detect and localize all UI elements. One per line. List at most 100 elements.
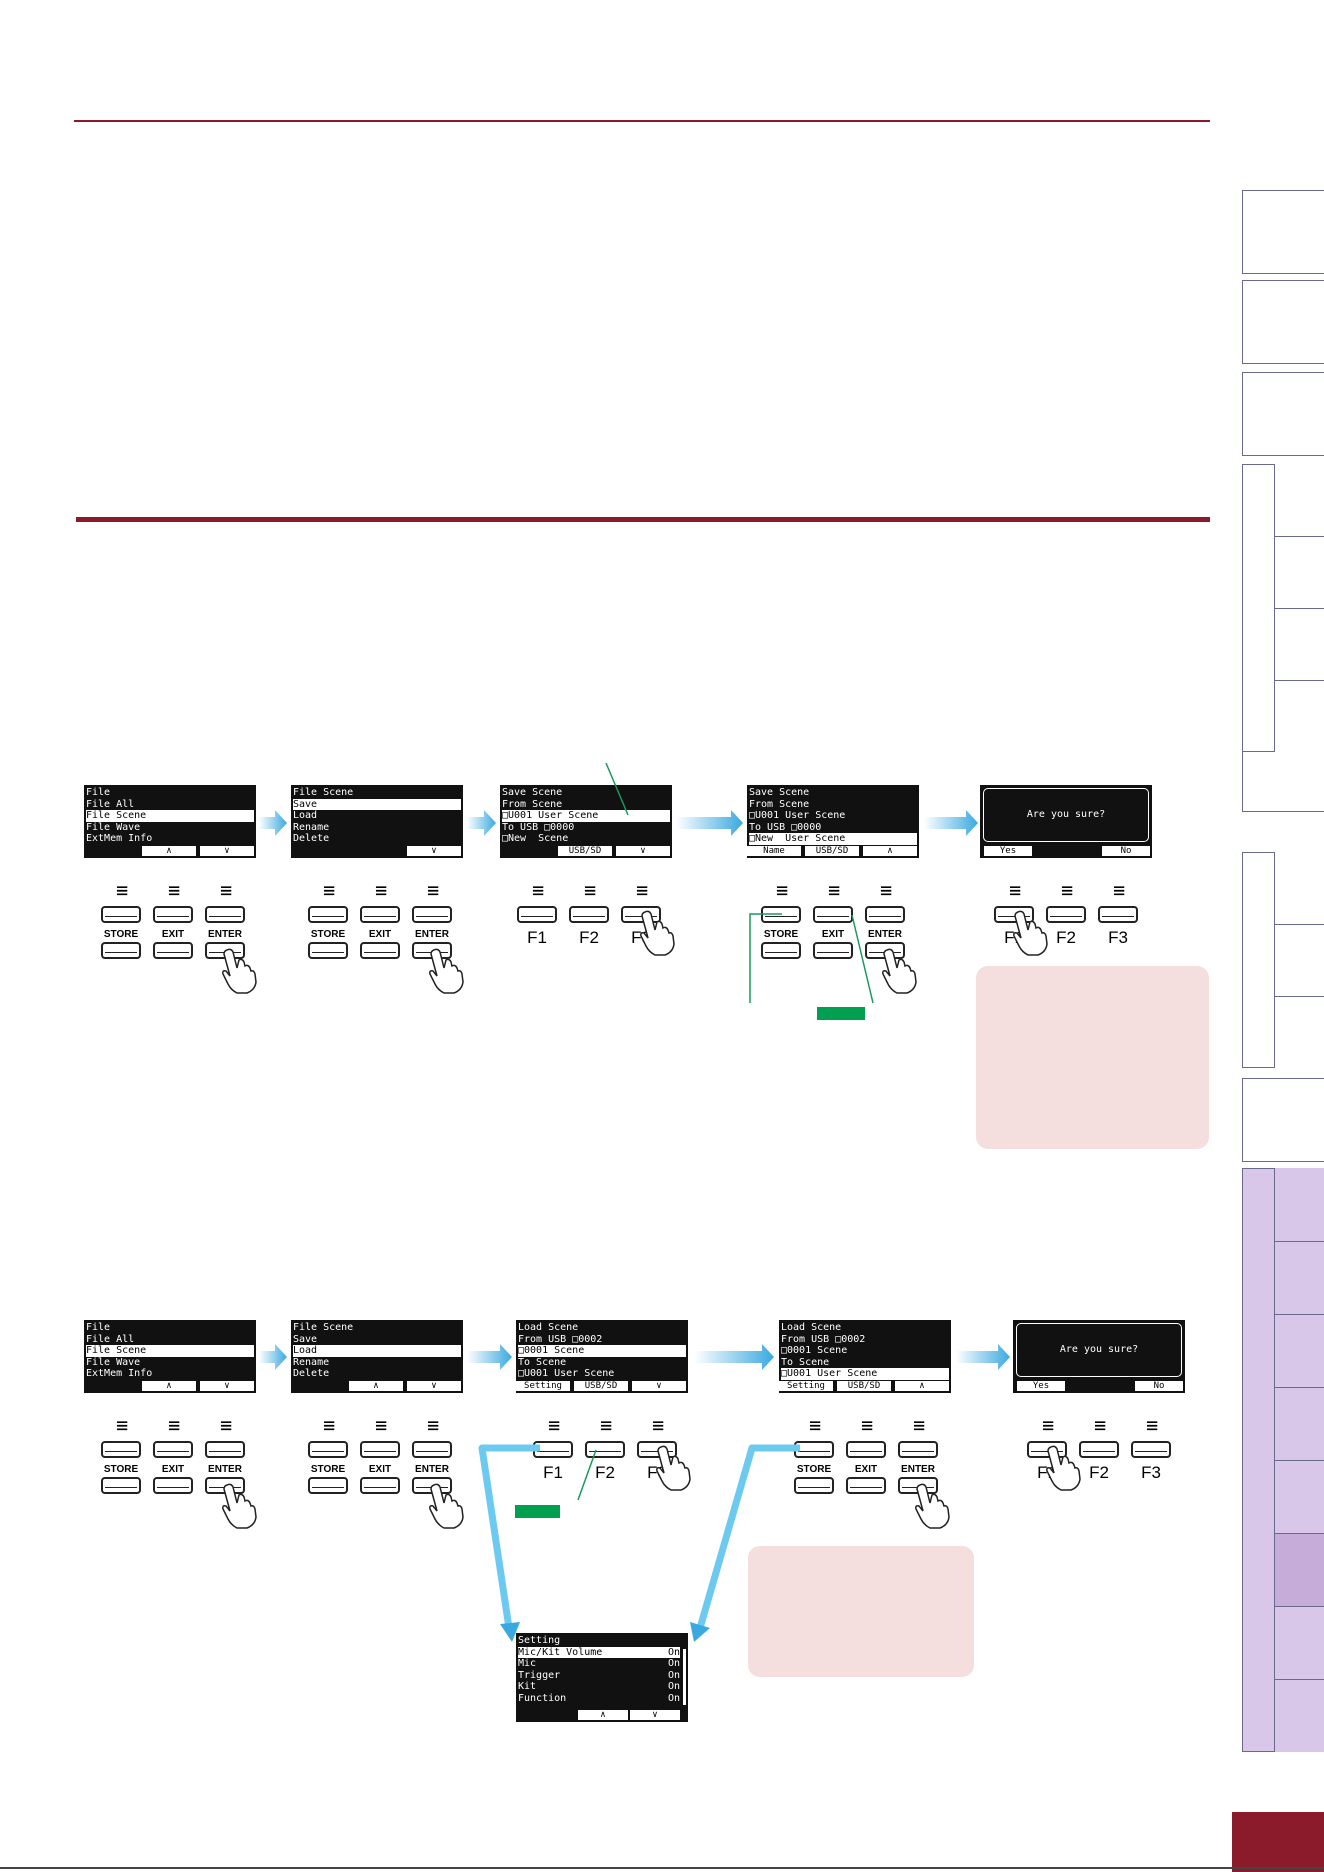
- section-subtab[interactable]: [1274, 1314, 1324, 1387]
- screen-title: File: [86, 1322, 111, 1333]
- screen-title: Setting: [518, 1635, 561, 1646]
- function-key-label: [84, 846, 138, 856]
- section-subtab[interactable]: [1274, 608, 1324, 680]
- function-key-label: [500, 846, 554, 856]
- function-button[interactable]: [1131, 1441, 1171, 1458]
- pressing-hand-icon: [1046, 1445, 1081, 1491]
- function-key-label: [291, 1381, 345, 1391]
- function-button[interactable]: [412, 906, 452, 923]
- function-button[interactable]: [308, 1441, 348, 1458]
- button-label: ENTER: [208, 1464, 242, 1475]
- function-button[interactable]: [813, 906, 853, 923]
- button-indicator-icon: ≡: [375, 878, 388, 902]
- pressing-hand-icon: [1013, 910, 1048, 956]
- screen-line: Rename: [293, 1356, 330, 1368]
- screen-line: □U001 User Scene: [781, 1368, 949, 1380]
- function-key-label: ∧: [142, 1381, 196, 1391]
- function-button[interactable]: [205, 906, 245, 923]
- function-button[interactable]: [569, 906, 609, 923]
- screen-title: Save Scene: [502, 787, 563, 798]
- function-key-label: ∨: [407, 846, 461, 856]
- function-button[interactable]: [761, 906, 801, 923]
- chapter-tab[interactable]: [1242, 372, 1324, 456]
- screen-title: File: [86, 787, 111, 798]
- function-button[interactable]: [101, 906, 141, 923]
- section-subtab[interactable]: [1274, 1606, 1324, 1679]
- screen-title: File Scene: [293, 787, 354, 798]
- exit-button[interactable]: [360, 942, 400, 959]
- function-button[interactable]: [308, 906, 348, 923]
- button-label: F1: [543, 1463, 563, 1482]
- section-subtab[interactable]: [1274, 924, 1324, 996]
- button-indicator-icon: ≡: [220, 878, 233, 902]
- function-button[interactable]: [794, 1441, 834, 1458]
- section-subtab[interactable]: [1274, 536, 1324, 608]
- function-button[interactable]: [153, 1441, 193, 1458]
- setting-name: Mic: [518, 1658, 537, 1669]
- section-subtab[interactable]: [1274, 852, 1324, 924]
- section-subtab[interactable]: [1274, 1533, 1324, 1606]
- dialog-message: Are you sure?: [983, 788, 1149, 842]
- function-button[interactable]: [865, 906, 905, 923]
- button-indicator-icon: ≡: [116, 1413, 129, 1437]
- function-button[interactable]: [898, 1441, 938, 1458]
- store-button[interactable]: [794, 1477, 834, 1494]
- button-indicator-icon: ≡: [776, 878, 789, 902]
- function-button[interactable]: [1079, 1441, 1119, 1458]
- exit-button[interactable]: [153, 942, 193, 959]
- store-button[interactable]: [101, 942, 141, 959]
- function-button[interactable]: [533, 1441, 573, 1458]
- function-button[interactable]: [1046, 906, 1086, 923]
- screen-line: File Scene: [86, 1345, 254, 1357]
- store-button[interactable]: [308, 942, 348, 959]
- function-button[interactable]: [101, 1441, 141, 1458]
- section-subtab[interactable]: [1274, 464, 1324, 536]
- section-subtab[interactable]: [1274, 1460, 1324, 1533]
- store-button[interactable]: [761, 942, 801, 959]
- button-indicator-icon: ≡: [880, 878, 893, 902]
- function-button[interactable]: [205, 1441, 245, 1458]
- section-subtab[interactable]: [1274, 1168, 1324, 1241]
- store-button[interactable]: [308, 1477, 348, 1494]
- section-subtab[interactable]: [1274, 996, 1324, 1068]
- exit-button[interactable]: [813, 942, 853, 959]
- pressing-hand-icon: [656, 1445, 691, 1491]
- function-button[interactable]: [846, 1441, 886, 1458]
- exit-button[interactable]: [846, 1477, 886, 1494]
- section-subtab[interactable]: [1274, 680, 1324, 752]
- function-button[interactable]: [517, 906, 557, 923]
- store-button[interactable]: [101, 1477, 141, 1494]
- function-button[interactable]: [360, 1441, 400, 1458]
- function-button[interactable]: [153, 906, 193, 923]
- screen-line: Save: [293, 798, 461, 810]
- chapter-tab[interactable]: [1242, 280, 1324, 364]
- flow-arrow-icon: [694, 1344, 774, 1370]
- function-button[interactable]: [360, 906, 400, 923]
- exit-button[interactable]: [360, 1477, 400, 1494]
- exit-button[interactable]: [153, 1477, 193, 1494]
- function-button[interactable]: [412, 1441, 452, 1458]
- section-subtab[interactable]: [1274, 1241, 1324, 1314]
- screen-line: From USB □0002: [781, 1333, 866, 1345]
- flow-arrow-icon: [924, 810, 978, 836]
- chapter-tab[interactable]: [1242, 190, 1324, 274]
- function-key-label: ∨: [630, 1710, 680, 1720]
- function-button[interactable]: [585, 1441, 625, 1458]
- section-subtab[interactable]: [1274, 1387, 1324, 1460]
- button-indicator-icon: ≡: [427, 1413, 440, 1437]
- green-marker-save: [817, 1007, 865, 1020]
- chapter-tab[interactable]: [1242, 1078, 1324, 1162]
- scrollbar[interactable]: [683, 1649, 686, 1705]
- section-subtab[interactable]: [1274, 1679, 1324, 1752]
- function-button[interactable]: [1098, 906, 1138, 923]
- screen-line: Load: [293, 1345, 461, 1357]
